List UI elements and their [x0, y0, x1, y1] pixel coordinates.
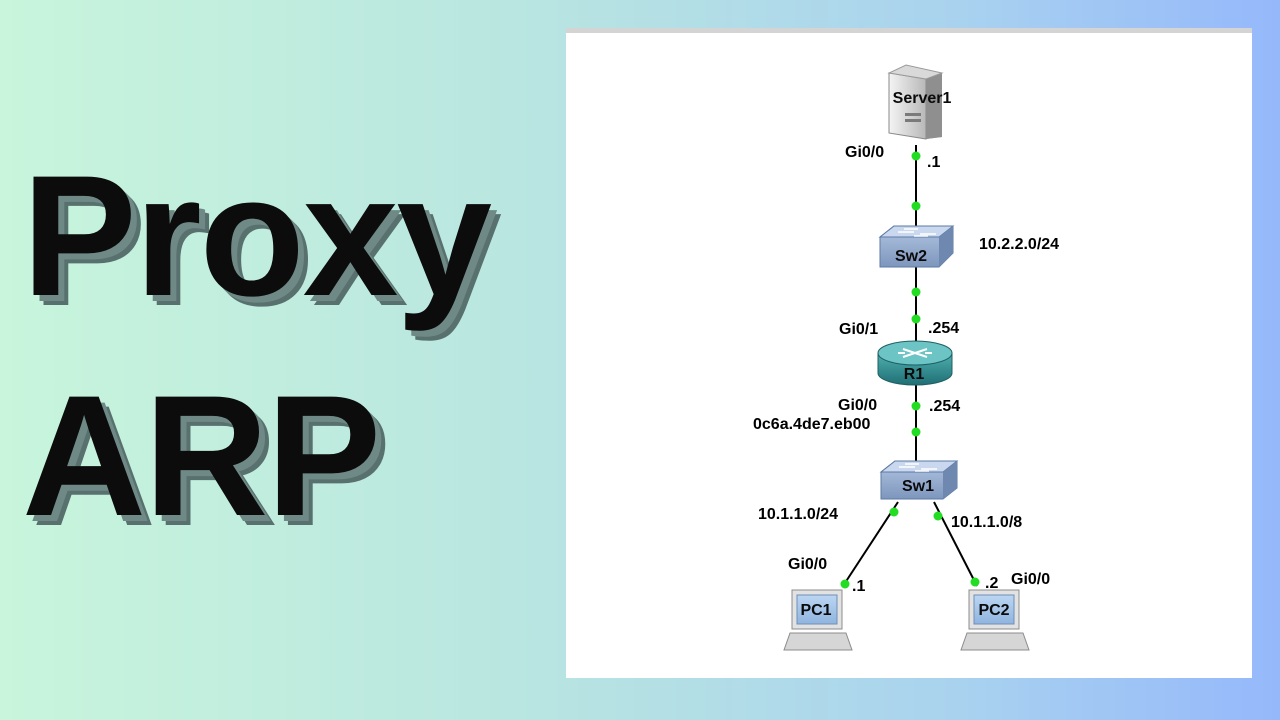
r1-icon[interactable]	[877, 340, 953, 386]
topology-canvas: Server1 Sw2 R1 Sw1 PC1	[566, 28, 1252, 678]
server1-label: Server1	[893, 90, 952, 107]
topology-diagram: Server1 Sw2 R1 Sw1 PC1	[753, 64, 1059, 651]
r1-bottom-port-label: Gi0/0	[838, 397, 877, 414]
net-top-label: 10.2.2.0/24	[979, 236, 1059, 253]
pc1-port-label: Gi0/0	[788, 556, 827, 573]
net-left-label: 10.1.1.0/24	[758, 506, 838, 523]
pc1-ip-label: .1	[852, 578, 865, 595]
net-right-label: 10.1.1.0/8	[951, 514, 1022, 531]
r1-label: R1	[904, 366, 925, 383]
server-ip-label: .1	[927, 154, 940, 171]
sw2-icon[interactable]	[878, 225, 955, 268]
pc1-icon[interactable]	[783, 589, 853, 651]
pc2-label: PC2	[978, 602, 1009, 619]
r1-top-ip-label: .254	[928, 320, 959, 337]
port-dot-sw2-bottom	[911, 287, 921, 297]
r1-mac-label: 0c6a.4de7.eb00	[753, 416, 871, 433]
pc1-label: PC1	[800, 602, 831, 619]
pc2-ip-label: .2	[985, 575, 998, 592]
port-dot-pc2	[970, 577, 980, 587]
r1-top-port-label: Gi0/1	[839, 321, 878, 338]
link-sw1-pc1	[842, 501, 899, 587]
server1-icon[interactable]	[887, 64, 944, 140]
sw1-label: Sw1	[902, 478, 934, 495]
title-proxy: Proxy	[22, 140, 492, 332]
sw1-icon[interactable]	[879, 460, 959, 500]
port-dot-sw2-top	[911, 201, 921, 211]
port-dot-sw1-right	[933, 511, 943, 521]
port-dot-r1-top	[911, 314, 921, 324]
port-dot-sw1-top	[911, 427, 921, 437]
sw2-label: Sw2	[895, 248, 927, 265]
pc2-port-label: Gi0/0	[1011, 571, 1050, 588]
port-dot-r1-bottom	[911, 401, 921, 411]
port-dot-pc1	[840, 579, 850, 589]
r1-bottom-ip-label: .254	[929, 398, 960, 415]
pc2-icon[interactable]	[960, 589, 1030, 651]
port-dot-sw1-left	[889, 507, 899, 517]
title-arp: ARP	[22, 360, 381, 552]
port-dot-server	[911, 151, 921, 161]
server-port-label: Gi0/0	[845, 144, 884, 161]
